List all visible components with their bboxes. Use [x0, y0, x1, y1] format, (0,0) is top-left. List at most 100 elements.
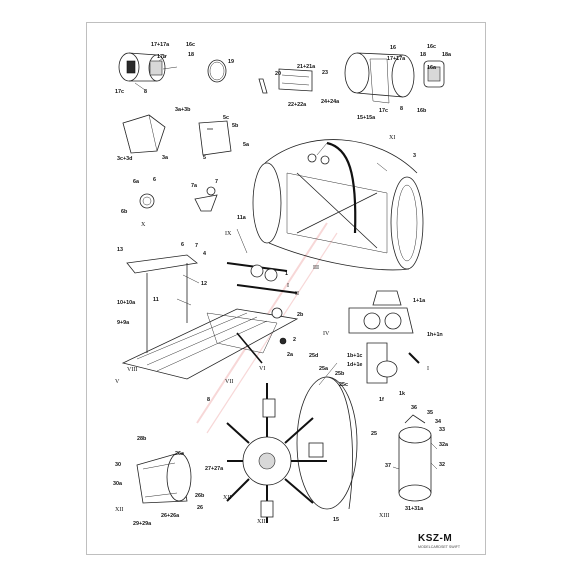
label-27-27a: 27+27a	[205, 466, 224, 472]
label-17-17a-right: 17+17a	[387, 56, 406, 62]
label-17c: 17c	[115, 89, 124, 95]
marker-ix: IX	[225, 231, 232, 237]
label-37: 37	[385, 463, 391, 469]
label-15-15a: 15+15a	[357, 115, 376, 121]
marker-ii: II	[295, 291, 299, 297]
label-1b-1c: 1b+1c	[347, 353, 362, 359]
label-1: 1	[285, 271, 288, 277]
part-20-24-strips	[258, 68, 313, 94]
label-26a: 26a	[175, 451, 185, 457]
marker-vi: VI	[259, 366, 265, 372]
label-17c-right: 17c	[379, 108, 388, 114]
label-35: 35	[427, 410, 433, 416]
label-20: 20	[275, 71, 281, 77]
label-6: 6	[153, 177, 156, 183]
label-3a: 3a	[162, 155, 169, 161]
marker-vii: VII	[225, 379, 233, 385]
label-17-17a: 17+17a	[151, 42, 170, 48]
label-26-26a: 26+26a	[161, 513, 180, 519]
label-8-mid: 8	[207, 397, 210, 403]
label-6-mid: 6	[181, 242, 184, 248]
part-labels: 17+17a 16c 17b 18 17c 8 19 20 21+21a 23 …	[113, 42, 452, 527]
label-25a: 25a	[319, 366, 329, 372]
label-36: 36	[411, 405, 417, 411]
label-5a: 5a	[243, 142, 250, 148]
label-2b: 2b	[297, 312, 304, 318]
label-23: 23	[322, 70, 328, 76]
label-4: 4	[203, 251, 206, 257]
label-15-bottom: 15	[333, 517, 339, 523]
label-16a: 16a	[427, 65, 437, 71]
label-30a: 30a	[113, 481, 123, 487]
label-21-21a: 21+21a	[297, 64, 316, 70]
label-18-right: 18	[420, 52, 426, 58]
label-9-9a: 9+9a	[117, 320, 130, 326]
marker-xiii-left: XIII	[257, 519, 267, 525]
part-19-ring	[207, 59, 227, 83]
label-8-right: 8	[400, 106, 403, 112]
assembly-diagram: 17+17a 16c 17b 18 17c 8 19 20 21+21a 23 …	[113, 42, 452, 527]
label-5c: 5c	[223, 115, 229, 121]
label-7-mid: 7	[195, 243, 198, 249]
label-32a: 32a	[439, 442, 449, 448]
instrument-panel	[348, 290, 420, 384]
label-6a: 6a	[133, 179, 140, 185]
label-19: 19	[228, 59, 234, 65]
label-13: 13	[117, 247, 123, 253]
marker-xii-right: XII	[223, 495, 231, 501]
label-18a: 18a	[442, 52, 452, 58]
label-1-1a: 1+1a	[413, 298, 426, 304]
label-1k: 1k	[399, 391, 405, 397]
part-5-panel	[198, 120, 232, 156]
label-5: 5	[203, 155, 206, 161]
marker-xii-left: XII	[115, 507, 123, 513]
assembly-markers: X XI IX III II I IV V VIII VII VI I XII …	[115, 135, 429, 525]
label-1f: 1f	[379, 397, 384, 403]
cockpit-floor	[121, 254, 299, 380]
label-25: 25	[371, 431, 377, 437]
label-8: 8	[144, 89, 147, 95]
part-3-seat	[122, 114, 166, 154]
marker-v: V	[115, 379, 120, 385]
label-7a: 7a	[191, 183, 198, 189]
label-12: 12	[201, 281, 207, 287]
marker-xiii-right: XIII	[379, 513, 389, 519]
label-1h-1n: 1h+1n	[427, 332, 443, 338]
label-1d-1e: 1d+1e	[347, 362, 362, 368]
label-2a: 2a	[287, 352, 294, 358]
label-6b: 6b	[121, 209, 128, 215]
label-25c: 25c	[339, 382, 348, 388]
label-25d: 25d	[309, 353, 318, 359]
label-32: 32	[439, 462, 445, 468]
label-2: 2	[293, 337, 296, 343]
label-5b: 5b	[232, 123, 239, 129]
fuselage-frame	[252, 139, 424, 271]
label-3a-3b: 3a+3b	[175, 107, 191, 113]
label-30: 30	[115, 462, 121, 468]
marker-x: X	[141, 222, 146, 228]
marker-xi: XI	[389, 135, 395, 141]
engine-cowling	[226, 376, 358, 523]
label-33: 33	[439, 427, 445, 433]
marker-viii: VIII	[127, 367, 137, 373]
label-29-29a: 29+29a	[133, 521, 152, 527]
label-28b: 28b	[137, 436, 147, 442]
brand-logo: KSZ-M	[418, 533, 453, 544]
label-16c-right: 16c	[427, 44, 436, 50]
instruction-sheet: 17+17a 16c 17b 18 17c 8 19 20 21+21a 23 …	[86, 22, 486, 555]
part-17-cylinder	[118, 52, 166, 91]
label-17b: 17b	[157, 54, 167, 60]
label-11: 11	[153, 297, 159, 303]
part-7-bracket	[194, 186, 218, 212]
marker-i-left: I	[287, 283, 289, 289]
marker-i-right: I	[427, 366, 429, 372]
leader-lines	[158, 54, 438, 470]
label-3c-3d: 3c+3d	[117, 156, 132, 162]
label-18: 18	[188, 52, 194, 58]
label-7: 7	[215, 179, 218, 185]
label-11a: 11a	[237, 215, 247, 221]
label-34: 34	[435, 419, 441, 425]
label-16: 16	[390, 45, 396, 51]
propeller-hub	[136, 452, 192, 504]
label-16b: 16b	[417, 108, 427, 114]
